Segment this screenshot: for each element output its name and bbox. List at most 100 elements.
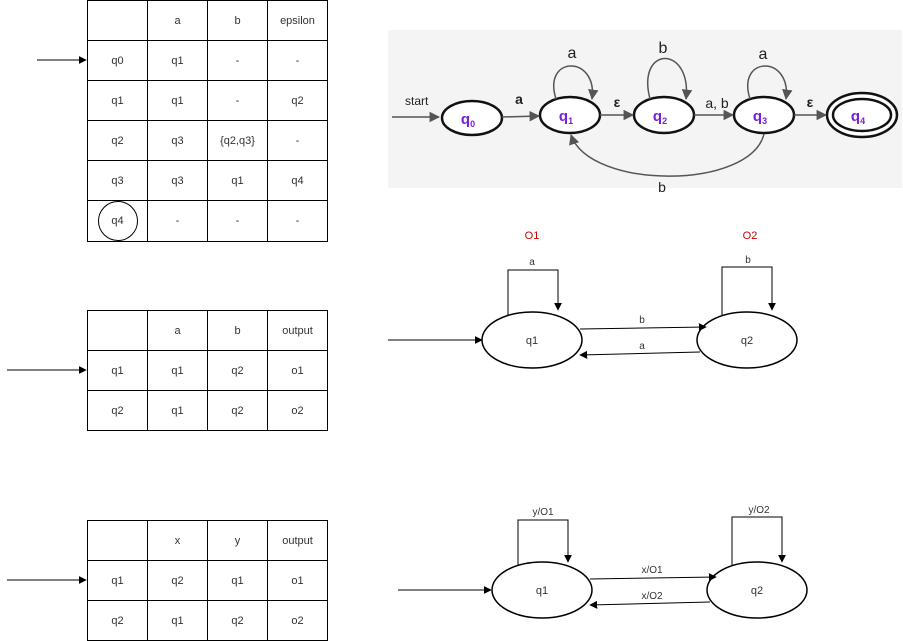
table-cell: q1 (147, 390, 208, 431)
table-header-cell (87, 520, 148, 561)
table-header-row: a b output (87, 310, 328, 351)
table-header-cell: output (267, 520, 328, 561)
nfa-loop-q2 (647, 57, 693, 101)
moore-edge-q2-q1 (579, 350, 701, 359)
final-state-marker: q4 (97, 201, 138, 241)
table-cell: - (267, 120, 328, 161)
table-cell: - (147, 200, 208, 242)
table-cell: - (267, 40, 328, 81)
table-header-row: x y output (87, 520, 328, 561)
moore-edge-q1-q2 (579, 323, 707, 332)
nfa-edge-q1-q2-label: ε (614, 94, 621, 110)
nfa-start-label: start (405, 94, 429, 108)
table-header-cell: a (147, 310, 208, 351)
table-row: q1 q1 - q2 (87, 80, 328, 121)
table-cell: q1 (87, 350, 148, 391)
nfa-state-q2-label: q2 (653, 108, 667, 126)
mealy-edge-q1-q2-label: x/O1 (641, 565, 663, 576)
moore-edge-q1-q2-label: b (639, 315, 645, 326)
moore-state-q2-label: q2 (741, 335, 753, 347)
table-cell: q4 (267, 160, 328, 201)
nfa-loop-q1-label: a (568, 45, 577, 62)
moore-loop-q1-label: a (529, 257, 535, 268)
nfa-edge-q0-q1 (501, 111, 541, 122)
nfa-edge-q3-q1-label: b (658, 179, 666, 195)
mealy-loop-q1-label: y/O1 (532, 507, 554, 518)
nfa-state-q3 (732, 95, 796, 135)
table-cell: o2 (267, 600, 328, 641)
nfa-state-q3-label: q3 (753, 108, 767, 126)
nfa-edge-q2-q3-label: a, b (705, 95, 729, 111)
nfa-state-q4-label: q4 (851, 108, 865, 126)
table-cell: q2 (87, 390, 148, 431)
moore-output-label-o1: O1 (525, 230, 540, 242)
moore-diagram: O1 O2 q1 q2 a b b a (388, 230, 798, 369)
moore-loop-q2 (721, 266, 776, 315)
nfa-state-q2 (632, 95, 696, 135)
nfa-state-q0-label: q0 (461, 111, 475, 129)
table-row: q2 q1 q2 o2 (87, 600, 328, 641)
mealy-edge-q2-q1-label: x/O2 (641, 591, 663, 602)
moore-loop-q1 (507, 269, 562, 315)
mealy-transition-table: x y output q1 q2 q1 o1 q2 q1 q2 o2 (87, 520, 328, 641)
moore-state-q2 (696, 311, 798, 369)
mealy-loop-q2 (731, 516, 786, 565)
table-header-cell: epsilon (267, 0, 328, 41)
nfa-state-q1-label: q1 (559, 108, 573, 126)
table-cell: o2 (267, 390, 328, 431)
moore-state-q1 (481, 311, 583, 369)
mealy-edge-q2-q1 (589, 600, 711, 609)
moore-loop-q2-label: b (745, 255, 751, 266)
table-row: q2 q1 q2 o2 (87, 390, 328, 431)
nfa-edge-q3-q1 (569, 133, 765, 177)
nfa-loop-q3-label: a (759, 46, 768, 63)
mealy-state-q1 (491, 561, 593, 619)
table-cell: q1 (147, 600, 208, 641)
moore-edge-q2-q1-label: a (639, 341, 645, 352)
mealy-state-q1-label: q1 (536, 585, 548, 597)
nfa-edge-q3-q4-label: ε (807, 94, 814, 110)
mealy-loop-q1 (517, 519, 572, 565)
table-row: q4 - - - (87, 200, 328, 242)
nfa-edge-q0-q1-label: a (515, 91, 523, 107)
table-row: q3 q3 q1 q4 (87, 160, 328, 201)
table-cell: {q2,q3} (207, 120, 268, 161)
table-row: q1 q2 q1 o1 (87, 560, 328, 601)
table-header-cell: x (147, 520, 208, 561)
table-header-cell: b (207, 310, 268, 351)
mealy-loop-q2-label: y/O2 (748, 505, 770, 516)
mealy-state-q2 (706, 561, 808, 619)
table-cell: q2 (207, 600, 268, 641)
mealy-diagram: q1 q2 y/O1 y/O2 x/O1 x/O2 (398, 505, 808, 619)
moore-output-label-o2: O2 (743, 230, 758, 242)
table-header-cell: b (207, 0, 268, 41)
nfa-state-q1 (538, 95, 602, 135)
moore-transition-table: a b output q1 q1 q2 o1 q2 q1 q2 o2 (87, 310, 328, 431)
nfa-transition-table: a b epsilon q0 q1 - - q1 q1 - q2 q2 q3 {… (87, 0, 328, 242)
table-cell: - (267, 200, 328, 242)
table-header-cell (87, 0, 148, 41)
table-row: q1 q1 q2 o1 (87, 350, 328, 391)
table-cell: q2 (207, 390, 268, 431)
table-cell: o1 (267, 560, 328, 601)
nfa-state-q0 (440, 99, 504, 137)
moore-state-q1-label: q1 (526, 335, 538, 347)
mealy-edge-q1-q2 (589, 573, 717, 582)
table-cell: q1 (87, 80, 148, 121)
table-cell: q2 (207, 350, 268, 391)
table-row: q0 q1 - - (87, 40, 328, 81)
mealy-state-q2-label: q2 (751, 585, 763, 597)
nfa-loop-q2-label: b (659, 40, 668, 57)
nfa-loop-q3 (747, 65, 793, 101)
nfa-diagram: start q0 q1 q2 q3 q4 a a ε b a, b a ε b (388, 30, 902, 195)
nfa-loop-q1 (553, 65, 599, 101)
table-cell: q2 (267, 80, 328, 121)
nfa-state-q4-inner (831, 97, 893, 133)
table-row: q2 q3 {q2,q3} - (87, 120, 328, 161)
table-cell: q2 (87, 600, 148, 641)
table-cell: - (207, 200, 268, 242)
table-cell: q3 (87, 160, 148, 201)
table-cell: q1 (207, 560, 268, 601)
table-cell: q3 (147, 160, 208, 201)
